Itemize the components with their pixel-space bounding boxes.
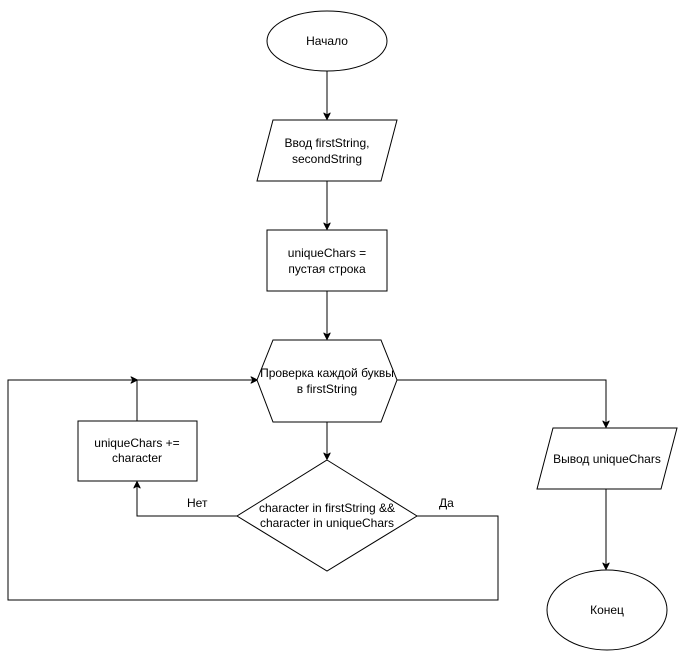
- input-node: Ввод firstString, secondString: [256, 119, 398, 182]
- init-label-line2: пустая строка: [288, 262, 366, 276]
- append-node: uniqueChars += character: [77, 420, 198, 482]
- end-label: Конец: [590, 603, 624, 617]
- start-label: Начало: [306, 34, 348, 48]
- end-node: Конец: [546, 569, 668, 651]
- condition-node: character in firstString && character in…: [236, 459, 418, 572]
- condition-label-line1: character in firstString &&: [259, 501, 395, 515]
- edge-label-yes: Да: [439, 496, 454, 510]
- input-label-line1: Ввод firstString,: [284, 136, 369, 150]
- init-node: uniqueChars = пустая строка: [266, 229, 388, 292]
- append-label-line2: character: [112, 451, 162, 465]
- start-node: Начало: [266, 10, 388, 72]
- output-label: Вывод uniqueChars: [553, 452, 661, 466]
- init-label-line1: uniqueChars =: [288, 246, 366, 260]
- loop-label-line1: Проверка каждой буквы: [260, 366, 394, 380]
- edge-loop-to-output: [397, 379, 606, 427]
- edge-label-no: Нет: [187, 496, 208, 510]
- edge-condition-yes-to-loop: [7, 380, 499, 601]
- edges: [7, 71, 606, 601]
- edge-append-to-loop: [136, 380, 257, 421]
- edge-condition-no-to-append: [137, 482, 237, 517]
- loop-node: Проверка каждой буквы в firstString: [256, 339, 398, 423]
- append-label-line1: uniqueChars +=: [94, 436, 179, 450]
- loop-label-line2: в firstString: [297, 382, 357, 396]
- condition-label-line2: character in uniqueChars: [260, 516, 394, 530]
- output-node: Вывод uniqueChars: [536, 427, 678, 490]
- input-label-line2: secondString: [292, 152, 362, 166]
